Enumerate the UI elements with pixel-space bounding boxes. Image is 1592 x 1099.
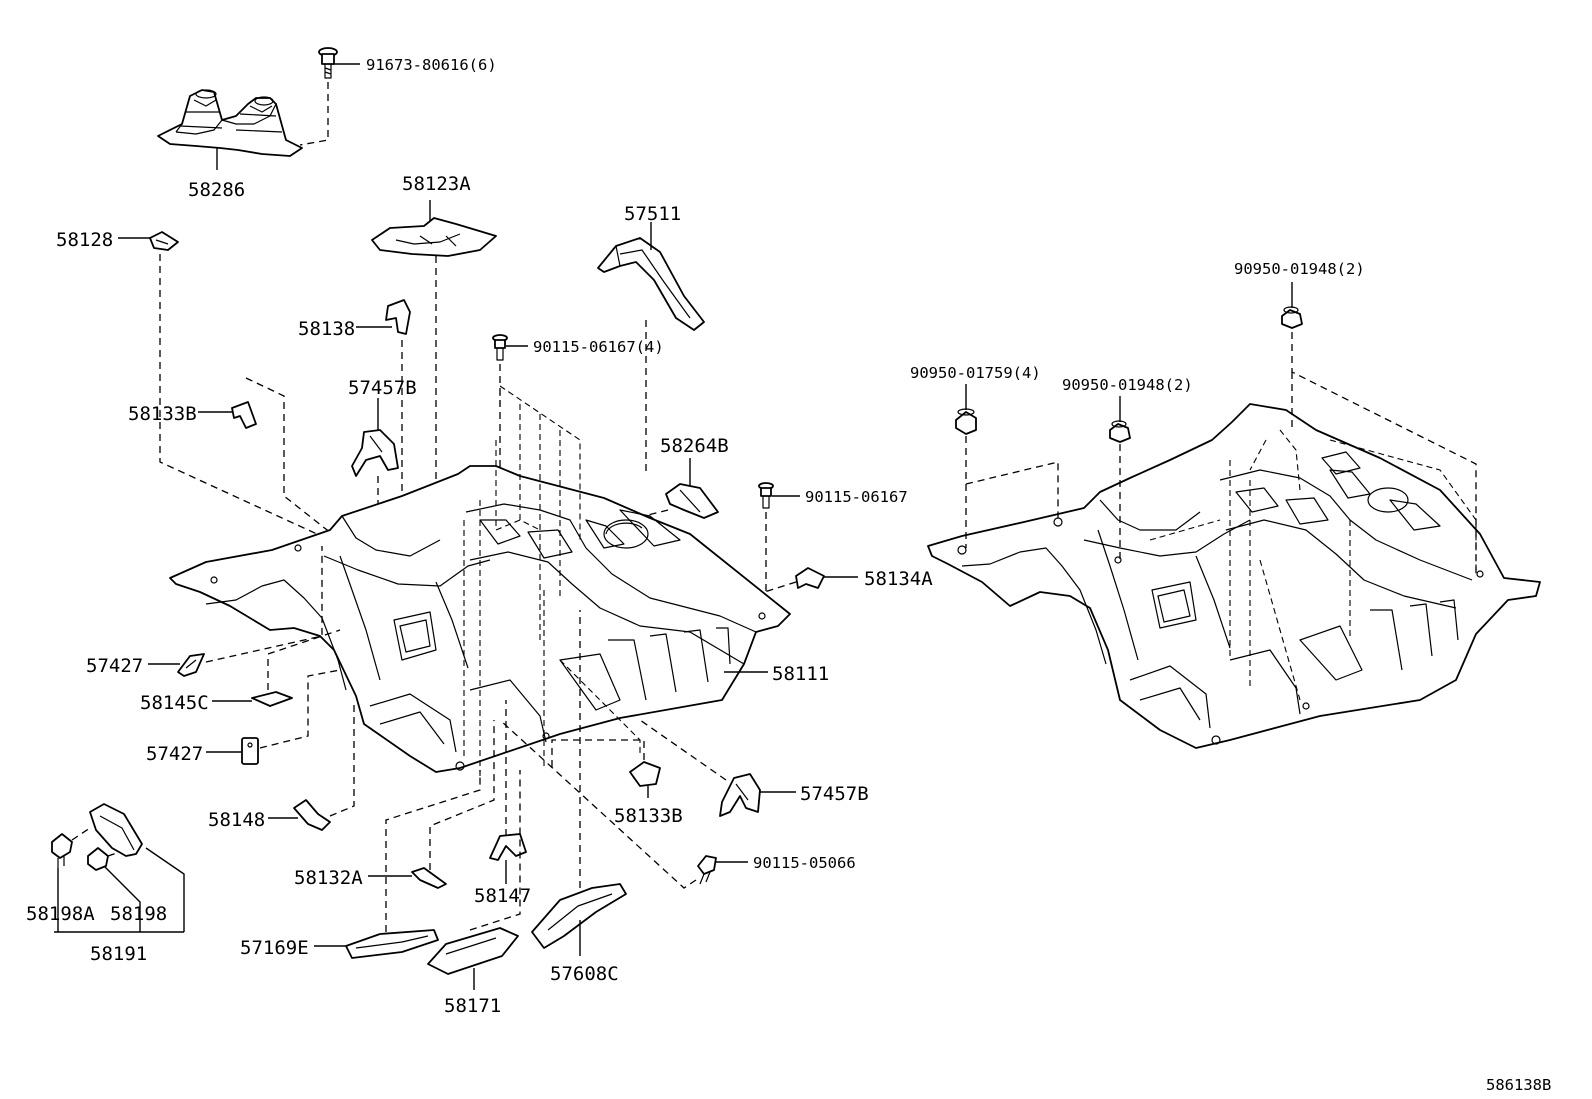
part-58123A-plate [371, 217, 497, 257]
callout-90950-01759: 90950-01759(4) [910, 364, 1041, 382]
callout-90115-06167-4: 90115-06167(4) [533, 338, 664, 356]
part-58133B-bracket-bot [629, 761, 661, 787]
callout-58138: 58138 [298, 318, 355, 340]
bolt-90115-4-icon [492, 334, 508, 361]
part-58128-clip [149, 231, 179, 251]
callout-58132A: 58132A [294, 867, 363, 889]
part-57169E-reinforcement [345, 929, 439, 959]
callout-58128: 58128 [56, 229, 113, 251]
callout-58191: 58191 [90, 943, 147, 965]
callout-58147: 58147 [474, 885, 531, 907]
part-58264B-pad [665, 483, 719, 519]
part-58111-floor-pan [169, 465, 791, 773]
callout-58148: 58148 [208, 809, 265, 831]
callout-57608C: 57608C [550, 963, 619, 985]
callout-57427-b: 57427 [146, 743, 203, 765]
part-58171-reinforcement [427, 927, 519, 975]
nut-90950-01948-top-icon [1281, 306, 1303, 329]
part-57457B-bracket-top [351, 429, 399, 477]
part-58134A-clip [795, 567, 825, 589]
callout-58111: 58111 [772, 663, 829, 685]
part-58286-shift-boot [157, 89, 303, 157]
figure-code: 586138B [1486, 1076, 1551, 1094]
part-58191-assembly [51, 803, 143, 871]
callout-58133B-top: 58133B [128, 403, 197, 425]
callout-58171: 58171 [444, 995, 501, 1017]
bolt-90115-icon [758, 482, 774, 509]
callout-57457B-bot: 57457B [800, 783, 869, 805]
part-57608C-member [531, 883, 627, 949]
callout-58264B: 58264B [660, 435, 729, 457]
callout-58123A: 58123A [402, 173, 471, 195]
callout-90950-01948-mid: 90950-01948(2) [1062, 376, 1193, 394]
clip-58198-icon [87, 847, 109, 871]
callout-91673-80616: 91673-80616(6) [366, 56, 497, 74]
callout-58145C: 58145C [140, 692, 209, 714]
part-57427-plug-b [241, 737, 259, 765]
callout-58198: 58198 [110, 903, 167, 925]
clip-58198A-icon [51, 833, 73, 868]
nut-90950-01759-icon [955, 408, 977, 435]
callout-57427-a: 57427 [86, 655, 143, 677]
part-58147-bracket [489, 833, 527, 861]
floor-pan-alt-view [927, 403, 1541, 749]
bolt-91673-icon [318, 47, 338, 79]
part-58132A-clip [411, 867, 447, 889]
callout-58133B-bot: 58133B [614, 805, 683, 827]
part-58138-bracket [385, 299, 411, 335]
callout-58134A: 58134A [864, 568, 933, 590]
part-58148-bracket [293, 799, 331, 831]
callout-57511: 57511 [624, 203, 681, 225]
callout-90115-06167: 90115-06167 [805, 488, 908, 506]
callout-57169E: 57169E [240, 937, 309, 959]
part-57427-grommet-a [177, 653, 205, 677]
part-58145C-pad [251, 691, 293, 707]
nut-90950-01948-mid-icon [1109, 420, 1131, 443]
callout-58286: 58286 [188, 179, 245, 201]
part-57457B-bracket-bot [719, 773, 761, 817]
callout-58198A: 58198A [26, 903, 95, 925]
part-58133B-bracket-top [231, 401, 257, 429]
part-57511-bracket [597, 237, 705, 331]
callout-90115-05066: 90115-05066 [753, 854, 856, 872]
bolt-90115-05066-icon [697, 855, 717, 885]
callout-57457B-top: 57457B [348, 377, 417, 399]
callout-90950-01948-top: 90950-01948(2) [1234, 260, 1365, 278]
